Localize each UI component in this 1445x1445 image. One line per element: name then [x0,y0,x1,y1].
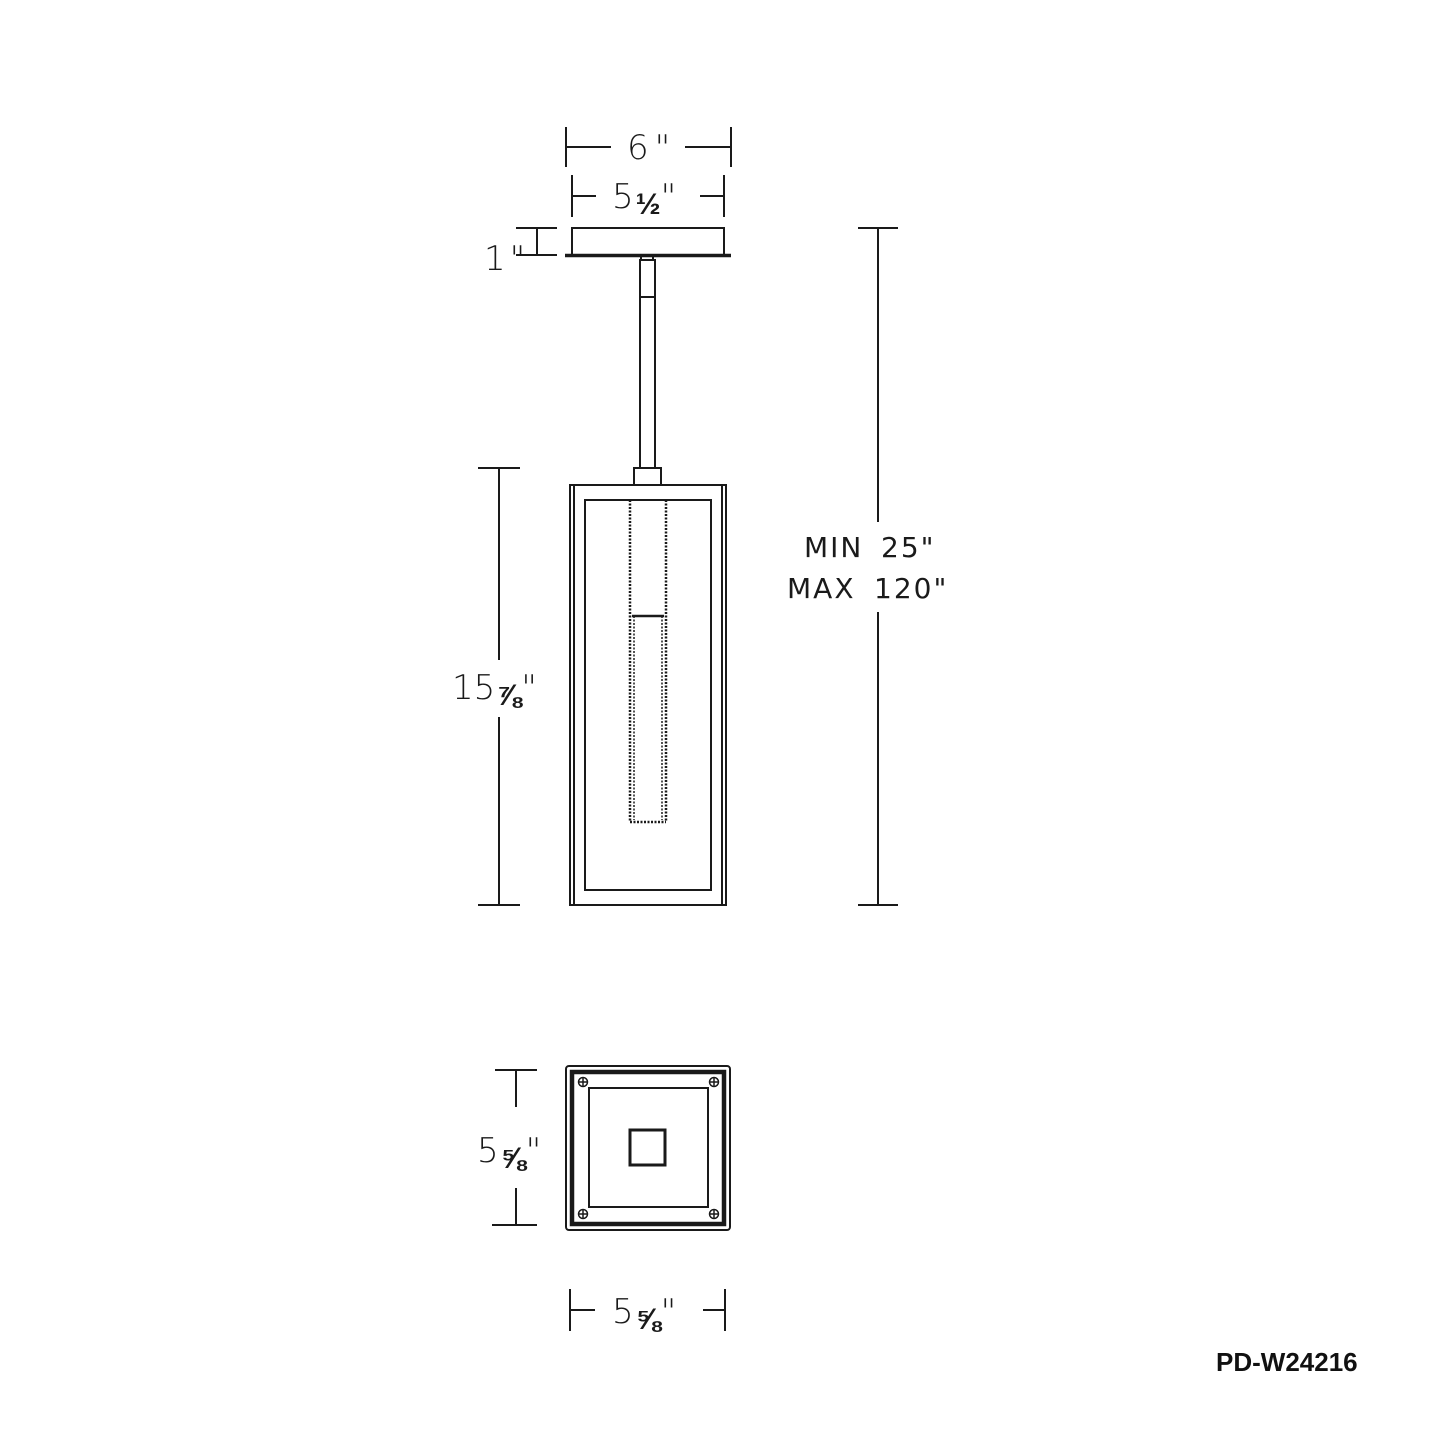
plan-depth-value: 5⅝" [477,1131,541,1175]
canopy [565,227,731,258]
canopy-inner-width-dim [571,175,725,217]
plan-width-dim [569,1289,726,1331]
overall-height-dim [858,227,898,906]
canopy-outer-width-dim [565,127,732,167]
fixture-height-value: 15⅞" [452,668,537,712]
stem [633,255,662,486]
plan-depth-dim [492,1069,537,1226]
canopy-height-dim [516,227,557,256]
screw-icon [577,1076,720,1220]
fixture-height-dim [478,467,520,906]
fixture-body [569,484,727,906]
overall-max-label: MAX [787,572,856,605]
canopy-inner-width-value: 5½" [612,177,676,221]
overall-min-label: MIN [804,531,863,564]
canopy-outer-width-value: 6" [627,128,670,168]
overall-max-value: 120" [874,572,948,605]
overall-min-value: 25" [881,531,936,564]
model-number: PD-W24216 [1216,1347,1358,1377]
canopy-height-value: 1" [484,239,525,279]
plan-width-value: 5⅝" [612,1292,676,1336]
plan-view [565,1065,731,1231]
